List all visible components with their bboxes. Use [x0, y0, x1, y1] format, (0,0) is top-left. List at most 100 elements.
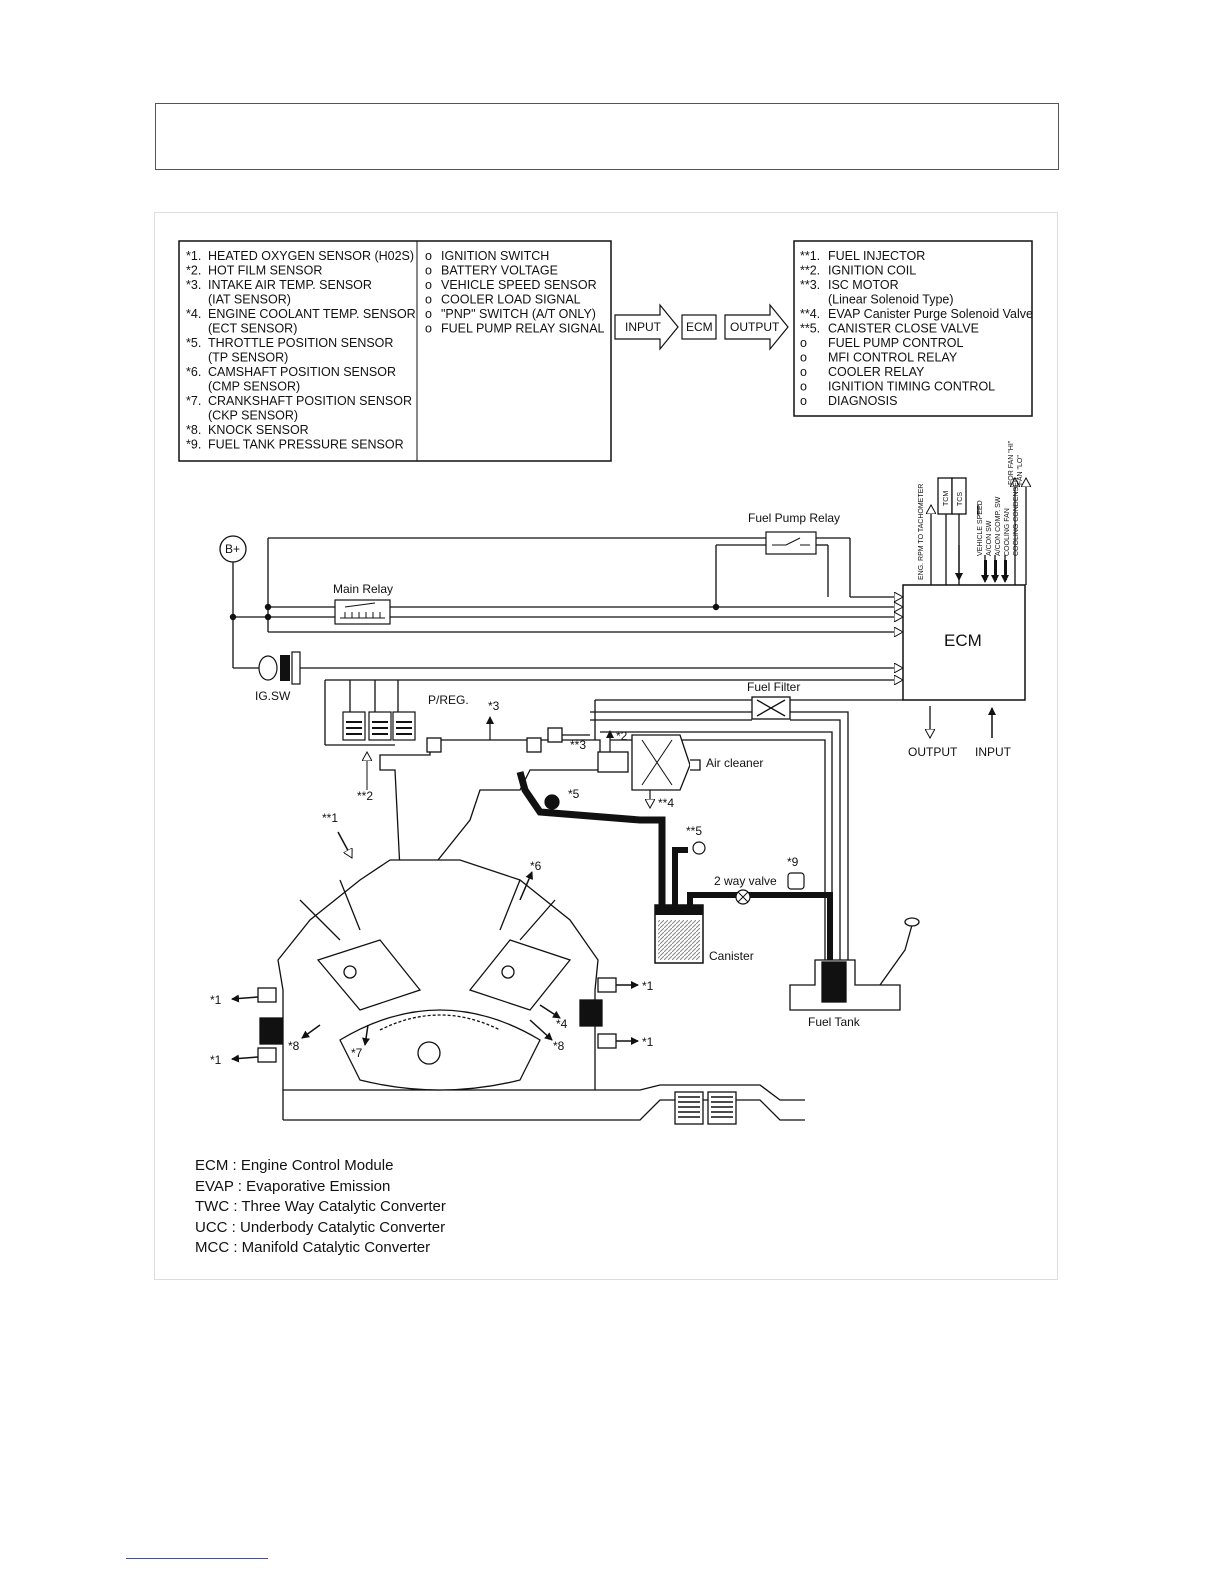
output-item-marker: **3.: [800, 278, 820, 292]
callout-s1-left-bottom: *1: [210, 1053, 222, 1067]
sensor-item-text: (CKP SENSOR): [208, 409, 298, 423]
ecm-signal-fan-hi: FOR FAN "HI": [1008, 440, 1015, 485]
abbr-mcc: MCC : Manifold Catalytic Converter: [195, 1239, 430, 1256]
sensor-item-marker: *6.: [186, 365, 201, 379]
callout-a4: **4: [658, 796, 674, 810]
canister-close-valve: **5: [686, 824, 706, 855]
two-way-valve-label: 2 way valve: [714, 874, 777, 888]
intake-system: [379, 727, 701, 871]
evap-lines: [516, 771, 833, 960]
output-item-text: (Linear Solenoid Type): [828, 293, 954, 307]
signal-item-text: IGNITION SWITCH: [441, 249, 549, 263]
sensor-item-text: (CMP SENSOR): [208, 380, 300, 394]
callout-s1-left-top: *1: [210, 993, 222, 1007]
sensor-item-marker: *9.: [186, 438, 201, 452]
ecm-signal-rpm: ENG. RPM TO TACHOMETER: [918, 484, 925, 580]
sensor-item-text: (ECT SENSOR): [208, 322, 297, 336]
ecm-signal-tcs: TCS: [957, 492, 964, 506]
callout-h2: *2: [616, 729, 628, 743]
fuel-tank-label: Fuel Tank: [808, 1015, 861, 1029]
signal-item-text: "PNP" SWITCH (A/T ONLY): [441, 307, 596, 321]
abbreviation-list: ECM : Engine Control Module EVAP : Evapo…: [195, 1157, 446, 1256]
junction-dots: [229, 603, 720, 621]
output-item-text: FUEL INJECTOR: [828, 249, 925, 263]
ig-switch-label: IG.SW: [255, 689, 291, 703]
output-item-marker: **2.: [800, 264, 820, 278]
sensor-item-text: INTAKE AIR TEMP. SENSOR: [208, 278, 372, 292]
canister: Canister: [654, 904, 754, 964]
abbr-twc: TWC : Three Way Catalytic Converter: [195, 1198, 446, 1215]
callout-s5: *5: [568, 787, 580, 801]
signal-item-marker: o: [425, 307, 432, 321]
sensor-list: *1.HEATED OXYGEN SENSOR (H02S)*2.HOT FIL…: [186, 249, 416, 452]
two-way-valve: 2 way valve: [714, 874, 777, 905]
output-item-text: MFI CONTROL RELAY: [828, 351, 958, 365]
fuel-pump-relay-label: Fuel Pump Relay: [748, 511, 840, 525]
output-item-marker: **5.: [800, 322, 820, 336]
output-item-text: ISC MOTOR: [828, 278, 899, 292]
engine-block: [257, 859, 617, 1091]
input-sensor-table: *1.HEATED OXYGEN SENSOR (H02S)*2.HOT FIL…: [178, 240, 612, 462]
output-item-text: IGNITION TIMING CONTROL: [828, 380, 995, 394]
sensor-item-marker: *5.: [186, 336, 201, 350]
output-item-marker: **4.: [800, 307, 820, 321]
output-item-text: DIAGNOSIS: [828, 394, 897, 408]
sensor-item-text: (TP SENSOR): [208, 351, 288, 365]
ecm-signal-vehicle-speed: VEHICLE SPEED: [977, 500, 984, 556]
air-cleaner-label: Air cleaner: [706, 756, 763, 770]
battery-label: B+: [225, 542, 240, 556]
callout-a3: **3: [570, 738, 586, 752]
fuel-tank: Fuel Tank: [789, 917, 920, 1029]
signal-item-marker: o: [425, 278, 432, 292]
intake-sensors: [486, 716, 650, 810]
output-item-marker: **1.: [800, 249, 820, 263]
sensor-item-marker: *2.: [186, 264, 201, 278]
signal-item-text: FUEL PUMP RELAY SIGNAL: [441, 322, 605, 336]
sensor-item-marker: *3.: [186, 278, 201, 292]
output-list: **1. FUEL INJECTOR **2. IGNITION COIL **3. IS…: [800, 249, 1033, 408]
ecm-signal-cooling-fan: COOLING FAN: [1004, 508, 1011, 556]
fuel-lines: [590, 696, 849, 960]
sensor-item-text: KNOCK SENSOR: [208, 423, 309, 437]
main-relay: Main Relay: [333, 582, 393, 625]
ecm-signal-acon-comp: A/CON COMP. SW: [995, 496, 1002, 556]
ecm-signal-acon-sw: A/CON SW: [986, 520, 993, 556]
ecm-signal-fan-lo: FAN "LO": [1017, 455, 1024, 485]
p-reg-label: P/REG.: [428, 693, 469, 707]
ecm-output-label: OUTPUT: [908, 745, 958, 759]
callout-a2: **2: [357, 789, 373, 803]
abbr-ucc: UCC : Underbody Catalytic Converter: [195, 1219, 445, 1236]
diagram-frame: [154, 212, 1058, 1280]
sensor-item-text: HEATED OXYGEN SENSOR (H02S): [208, 249, 414, 263]
signal-item-text: COOLER LOAD SIGNAL: [441, 293, 581, 307]
callout-s1-right-top: *1: [642, 979, 654, 993]
callout-s6: *6: [530, 859, 542, 873]
sensor-item-marker: *4.: [186, 307, 201, 321]
footnote-rule: [126, 1558, 268, 1559]
flow-output-label: OUTPUT: [730, 320, 780, 334]
fuel-filter-label: Fuel Filter: [747, 680, 800, 694]
output-item-text: FUEL PUMP CONTROL: [828, 336, 963, 350]
sensor-item-text: CAMSHAFT POSITION SENSOR: [208, 365, 396, 379]
output-item-text: EVAP Canister Purge Solenoid Valve: [828, 307, 1033, 321]
output-item-text: CANISTER CLOSE VALVE: [828, 322, 979, 336]
input-ecm-output-flow: INPUT ECM OUTPUT: [614, 303, 789, 351]
callout-s1-right-bottom: *1: [642, 1035, 654, 1049]
sensor-item-marker: *8.: [186, 423, 201, 437]
ecm-signal-tcm: TCM: [943, 491, 950, 506]
callout-a1: **1: [322, 811, 338, 825]
callout-s8-right: *8: [553, 1039, 565, 1053]
callout-s3: *3: [488, 699, 500, 713]
ecm-signal-labels: ENG. RPM TO TACHOMETER TCM TCS VEHICLE S…: [918, 440, 1024, 580]
fuel-tank-pressure-sensor: *9: [787, 855, 805, 890]
output-item-text: IGNITION COIL: [828, 264, 916, 278]
sensor-item-text: (IAT SENSOR): [208, 293, 291, 307]
sensor-item-text: CRANKSHAFT POSITION SENSOR: [208, 394, 412, 408]
exhaust: [282, 1084, 805, 1125]
ecm-signal-cooling-condenser: COOLING CONDENSER: [1013, 477, 1020, 556]
signal-item-text: BATTERY VOLTAGE: [441, 264, 558, 278]
flow-input-label: INPUT: [625, 320, 662, 334]
output-item-marker: o: [800, 365, 807, 379]
abbr-ecm: ECM : Engine Control Module: [195, 1157, 393, 1174]
